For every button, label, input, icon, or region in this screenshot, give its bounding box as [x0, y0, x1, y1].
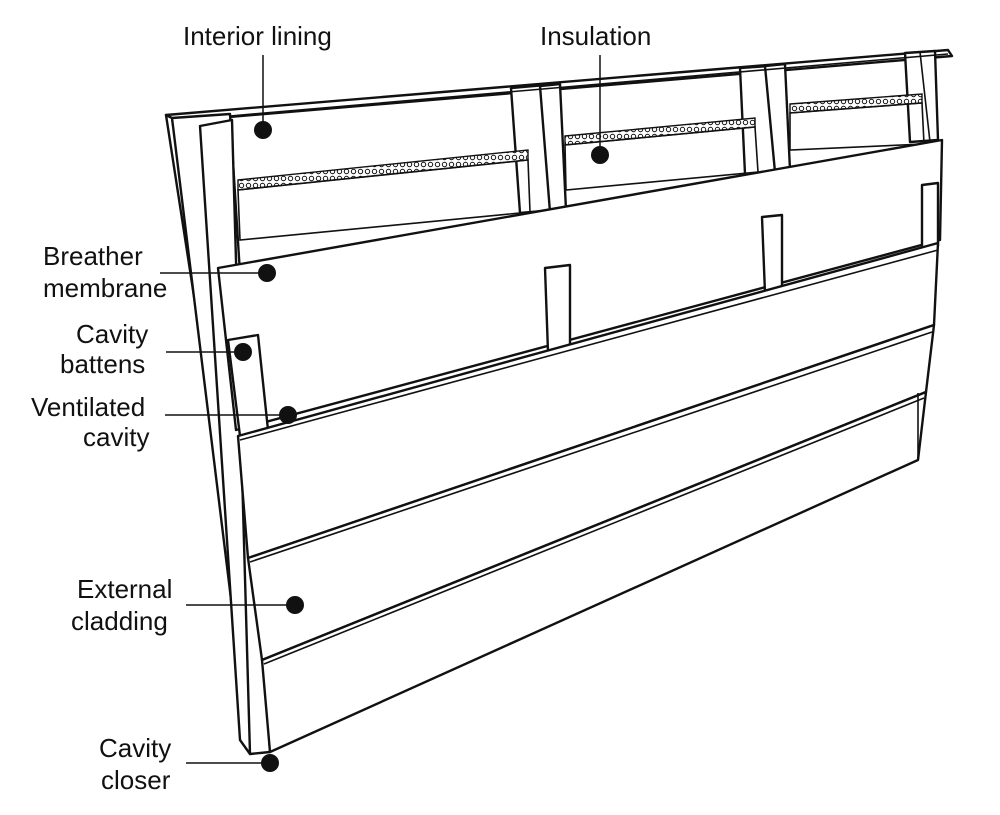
callout-cavity-closer: Cavity closer [99, 733, 279, 795]
label-cladding-line2: cladding [71, 606, 168, 636]
label-breather-line1: Breather [43, 241, 143, 271]
callout-ventilated-cavity: Ventilated cavity [31, 392, 297, 452]
label-breather-line2: membrane [43, 273, 167, 303]
breather-membrane-panel [216, 138, 944, 432]
callout-breather-membrane: Breather membrane [43, 241, 276, 303]
label-ventilated-line1: Ventilated [31, 392, 145, 422]
label-cladding-line1: External [77, 574, 172, 604]
dot-ventilated-cavity [279, 406, 297, 424]
callout-interior-lining: Interior lining [183, 21, 332, 139]
dot-cavity-battens [234, 343, 252, 361]
label-ventilated-line2: cavity [83, 422, 149, 452]
dot-breather-membrane [258, 264, 276, 282]
label-closer-line1: Cavity [99, 733, 171, 763]
label-closer-line2: closer [101, 765, 171, 795]
callout-cavity-battens: Cavity battens [60, 319, 252, 379]
cavity-battens [226, 181, 940, 438]
label-battens-line1: Cavity [76, 319, 148, 349]
label-battens-line2: battens [60, 349, 145, 379]
dot-interior-lining [254, 121, 272, 139]
label-interior-lining: Interior lining [183, 21, 332, 51]
insulation-strips [237, 93, 923, 191]
callout-external-cladding: External cladding [71, 574, 304, 636]
callout-insulation: Insulation [540, 21, 651, 164]
external-cladding-boards [236, 241, 940, 754]
dot-external-cladding [286, 596, 304, 614]
label-insulation: Insulation [540, 21, 651, 51]
dot-cavity-closer [261, 754, 279, 772]
wall-structure [164, 48, 954, 756]
dot-insulation [591, 146, 609, 164]
